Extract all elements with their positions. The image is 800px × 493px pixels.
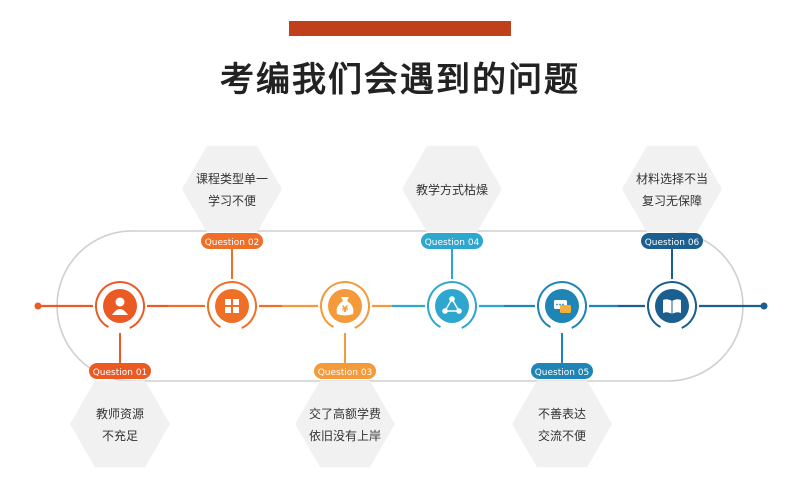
question-node-4: 教学方式枯燥 Question 04 bbox=[402, 145, 502, 333]
accent-bar bbox=[289, 21, 511, 36]
question-text: 不善表达 bbox=[538, 406, 586, 421]
question-text: 课程类型单一 bbox=[196, 171, 268, 186]
question-text: 教学方式枯燥 bbox=[416, 182, 488, 197]
track-outline bbox=[56, 230, 744, 382]
question-text: 交了高额学费 bbox=[309, 406, 381, 421]
question-tag bbox=[314, 363, 376, 379]
node-core bbox=[215, 289, 249, 323]
question-tag-label: Question 03 bbox=[318, 368, 373, 378]
question-tag bbox=[531, 363, 593, 379]
question-tag-label: Question 06 bbox=[645, 238, 700, 248]
question-text: 教师资源 bbox=[96, 406, 144, 421]
node-core bbox=[435, 289, 469, 323]
line-end-dot bbox=[34, 302, 42, 310]
question-tag-label: Question 02 bbox=[205, 238, 260, 248]
question-text: 学习不便 bbox=[208, 193, 256, 208]
question-hexagon bbox=[70, 380, 170, 468]
question-text: 不充足 bbox=[102, 428, 138, 443]
question-hexagon bbox=[512, 380, 612, 468]
page-title: 考编我们会遇到的问题 bbox=[220, 60, 580, 100]
question-tag bbox=[641, 233, 703, 249]
line-end-dot bbox=[760, 302, 768, 310]
question-text: 依旧没有上岸 bbox=[309, 428, 381, 443]
question-hexagon bbox=[402, 145, 502, 233]
share-icon bbox=[442, 296, 462, 314]
chat-icon bbox=[554, 300, 571, 313]
money-bag-icon: ¥ bbox=[336, 297, 354, 316]
question-text: 复习无保障 bbox=[642, 193, 702, 208]
question-tag-label: Question 04 bbox=[425, 238, 480, 248]
node-ring bbox=[320, 281, 370, 331]
node-ring bbox=[427, 281, 477, 331]
question-tag-label: Question 05 bbox=[535, 368, 590, 378]
question-hexagon bbox=[182, 145, 282, 233]
question-tag bbox=[89, 363, 151, 379]
question-text: 交流不便 bbox=[538, 428, 586, 443]
grid-icon bbox=[225, 299, 239, 313]
question-hexagon bbox=[622, 145, 722, 233]
question-hexagon bbox=[295, 380, 395, 468]
node-ring bbox=[207, 281, 257, 331]
book-icon bbox=[663, 299, 681, 314]
node-ring bbox=[537, 281, 587, 331]
question-tag-label: Question 01 bbox=[93, 368, 148, 378]
question-tag bbox=[201, 233, 263, 249]
svg-text:¥: ¥ bbox=[342, 305, 349, 315]
question-tag bbox=[421, 233, 483, 249]
node-ring bbox=[95, 281, 145, 331]
node-ring bbox=[647, 281, 697, 331]
question-text: 材料选择不当 bbox=[636, 172, 708, 186]
user-icon bbox=[112, 297, 128, 315]
